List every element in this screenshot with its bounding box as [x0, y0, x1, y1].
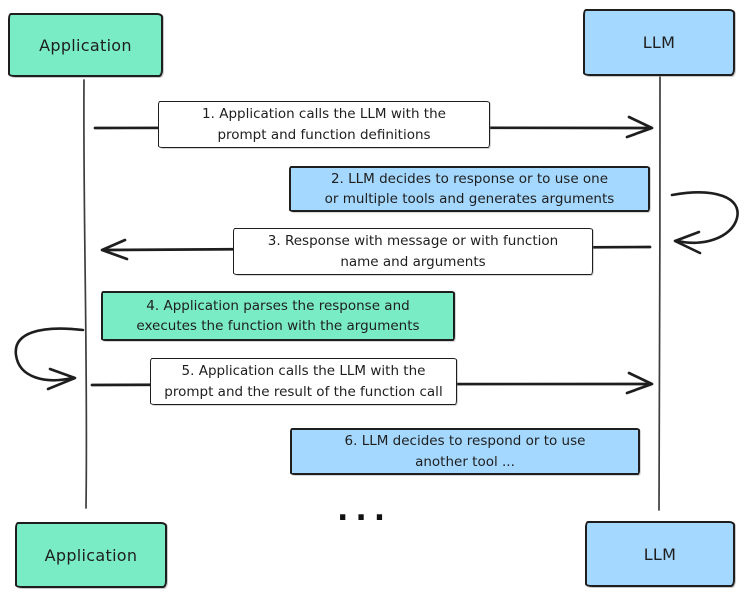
application-lifeline: [83, 79, 88, 509]
step-1-message: 1. Application calls the LLM with the pr…: [158, 101, 490, 148]
actor-label: LLM: [642, 33, 676, 52]
llm-self-loop-arrow: [670, 191, 739, 255]
step-5-line-1: 5. Application calls the LLM with the: [181, 363, 426, 380]
step-6-line-1: 6. LLM decides to respond or to use: [344, 433, 586, 450]
step-2-line-1: 2. LLM decides to response or to use one: [330, 170, 609, 187]
actor-label: Application: [44, 545, 138, 565]
actor-label: LLM: [643, 544, 677, 564]
step-6-line-2: another tool ...: [415, 453, 515, 470]
actor-label: Application: [39, 35, 132, 55]
actor-llm-top: LLM: [583, 9, 735, 76]
step-3-line-1: 3. Response with message or with functio…: [267, 233, 559, 250]
step-2-message: 2. LLM decides to response or to use one…: [289, 166, 650, 212]
step-3-line-2: name and arguments: [340, 253, 486, 270]
step-3-message: 3. Response with message or with functio…: [233, 228, 593, 275]
continuation-ellipsis: ...: [337, 493, 393, 528]
step-2-line-2: or multiple tools and generates argument…: [324, 191, 615, 207]
actor-application-top: Application: [8, 13, 163, 77]
step-4-message: 4. Application parses the response and e…: [101, 291, 455, 341]
step-1-line-1: 1. Application calls the LLM with the: [202, 106, 446, 123]
actor-llm-bottom: LLM: [585, 521, 735, 587]
step-5-message: 5. Application calls the LLM with the pr…: [150, 358, 457, 405]
step-6-message: 6. LLM decides to respond or to use anot…: [290, 428, 640, 475]
application-self-loop-arrow: [14, 327, 85, 391]
actor-application-bottom: Application: [15, 522, 167, 588]
step-4-line-1: 4. Application parses the response and: [146, 297, 410, 314]
step-5-line-2: prompt and the result of the function ca…: [164, 383, 443, 400]
llm-lifeline: [657, 76, 662, 511]
step-4-line-2: executes the function with the arguments: [136, 318, 420, 334]
step-1-line-2: prompt and function definitions: [217, 126, 431, 143]
